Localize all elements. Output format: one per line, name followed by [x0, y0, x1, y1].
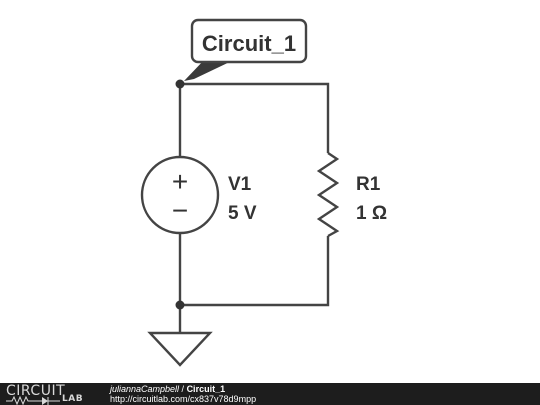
logo-text-top: CIRCUIT — [6, 383, 66, 399]
resistor-value: 1 Ω — [356, 203, 387, 224]
voltage-source-v1[interactable]: + − — [140, 155, 220, 235]
minus-sign: − — [172, 195, 188, 226]
voltage-source-circle — [140, 155, 220, 235]
footer-bar: CIRCUIT LAB juliannaCampbell / Circuit_1… — [0, 383, 540, 405]
resistor-r1[interactable] — [316, 152, 340, 238]
source-name: V1 — [228, 174, 252, 195]
callout-box — [190, 18, 308, 64]
ground-triangle — [147, 331, 213, 367]
circuit-schematic: Circuit_1 + − V1 5 V R1 1 Ω — [140, 18, 387, 367]
ground-symbol[interactable] — [147, 331, 213, 367]
circuit-title[interactable]: Circuit_1 — [186, 384, 226, 394]
wires — [178, 82, 330, 333]
author-name[interactable]: juliannaCampbell — [110, 384, 180, 394]
logo-text-bottom: LAB — [62, 394, 84, 404]
wire-resistor-bottom — [180, 236, 330, 307]
resistor-zigzag — [316, 152, 340, 238]
wire-top — [180, 82, 330, 153]
source-value: 5 V — [228, 203, 257, 224]
callout-pointer — [184, 58, 238, 81]
circuitlab-logo[interactable]: CIRCUIT LAB — [6, 383, 106, 405]
footer-credit: juliannaCampbell / Circuit_1 — [110, 384, 225, 394]
resistor-name: R1 — [356, 174, 381, 195]
junction-top — [175, 79, 185, 89]
junction-bottom — [175, 300, 185, 310]
node-label: Circuit_1 — [202, 31, 296, 56]
credit-separator: / — [179, 384, 187, 394]
node-label-callout[interactable]: Circuit_1 — [184, 18, 308, 81]
logo-wave-icon — [6, 395, 60, 405]
circuit-url[interactable]: http://circuitlab.com/cx837v78d9mpp — [110, 394, 257, 404]
plus-sign: + — [172, 166, 188, 197]
